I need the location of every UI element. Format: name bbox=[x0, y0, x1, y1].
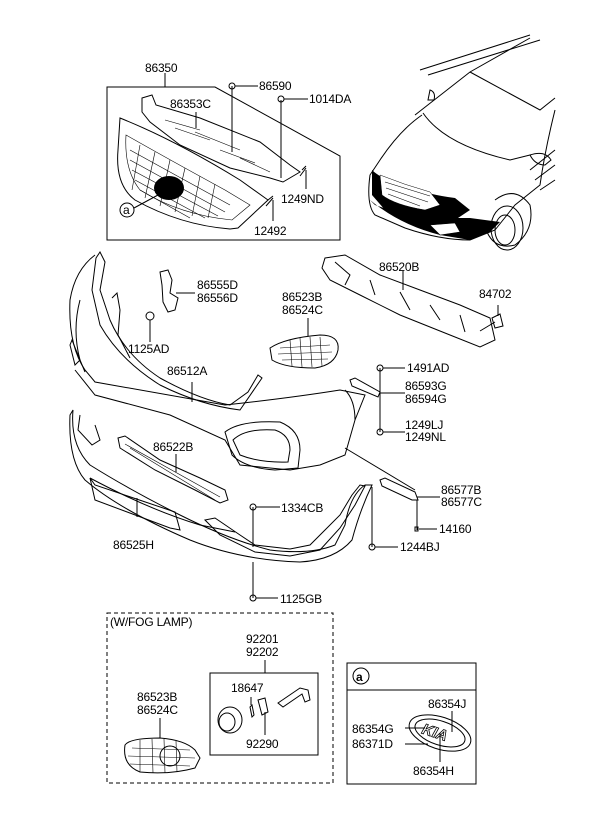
fog-lamp-dashed-box bbox=[106, 612, 334, 784]
label-86523B-fog: 86523B bbox=[137, 690, 177, 704]
fog-lamp-wiring[interactable] bbox=[277, 687, 311, 708]
svg-text:KIA: KIA bbox=[420, 721, 450, 745]
callout-a-label: a bbox=[123, 203, 130, 217]
screw-1125GB[interactable] bbox=[249, 562, 278, 602]
label-1491AD: 1491AD bbox=[407, 361, 450, 375]
label-86525H: 86525H bbox=[113, 538, 154, 552]
grille-group-outline bbox=[106, 86, 341, 241]
label-92201: 92201 bbox=[246, 632, 279, 646]
label-1249ND: 1249ND bbox=[281, 192, 324, 206]
socket-92290[interactable] bbox=[257, 697, 269, 716]
label-86594G: 86594G bbox=[405, 392, 447, 406]
side-bracket-stack[interactable] bbox=[349, 364, 405, 436]
clip-1334CB[interactable] bbox=[249, 503, 280, 547]
label-86577C: 86577C bbox=[441, 495, 482, 509]
label-84702: 84702 bbox=[479, 287, 512, 301]
callout-a-circle-box bbox=[352, 667, 370, 685]
label-86354J: 86354J bbox=[428, 697, 466, 711]
label-86523B-top: 86523B bbox=[282, 290, 322, 304]
label-92290: 92290 bbox=[246, 737, 279, 751]
label-86353C: 86353C bbox=[170, 97, 211, 111]
label-86371D: 86371D bbox=[352, 737, 393, 751]
label-86354H: 86354H bbox=[413, 764, 454, 778]
bumper-side-bracket[interactable] bbox=[159, 269, 195, 313]
callout-a-circle bbox=[119, 202, 135, 218]
label-12492: 12492 bbox=[254, 224, 287, 238]
label-86577B: 86577B bbox=[441, 483, 481, 497]
label-86512A: 86512A bbox=[167, 364, 207, 378]
screw-1244BJ[interactable] bbox=[368, 487, 398, 551]
label-1014DA: 1014DA bbox=[309, 92, 351, 106]
label-1334CB: 1334CB bbox=[281, 501, 323, 515]
fog-lamp-unit[interactable] bbox=[217, 706, 243, 734]
label-1249NL: 1249NL bbox=[405, 430, 446, 444]
bumper-upper-retainer[interactable] bbox=[91, 251, 263, 411]
label-92202: 92202 bbox=[246, 645, 279, 659]
grille-upper-cover[interactable] bbox=[141, 94, 301, 183]
lower-bumper-reinforcement[interactable] bbox=[117, 435, 229, 504]
label-1249LJ: 1249LJ bbox=[405, 418, 443, 432]
bumper-energy-absorber[interactable] bbox=[321, 254, 504, 348]
screw-1125AD[interactable] bbox=[145, 311, 155, 342]
grille-assembly-group: a bbox=[106, 73, 341, 241]
label-fog-lamp-title: (W/FOG LAMP) bbox=[110, 615, 192, 629]
vehicle-location-illustration bbox=[368, 34, 556, 251]
emblem-detail-box bbox=[346, 662, 477, 785]
screw-14160[interactable] bbox=[414, 526, 419, 532]
label-86524C-fog: 86524C bbox=[137, 703, 178, 717]
label-18647: 18647 bbox=[231, 681, 264, 695]
label-86593G: 86593G bbox=[405, 379, 447, 393]
label-86555D: 86555D bbox=[197, 278, 238, 292]
label-86350: 86350 bbox=[145, 61, 178, 75]
label-86522B: 86522B bbox=[153, 440, 193, 454]
emblem-box-callout-label: a bbox=[356, 670, 363, 684]
bulb-18647[interactable] bbox=[249, 703, 255, 719]
fog-lamp-option-group bbox=[106, 612, 334, 784]
label-86556D: 86556D bbox=[197, 291, 238, 305]
grille-emblem[interactable] bbox=[154, 176, 184, 200]
label-14160: 14160 bbox=[439, 522, 472, 536]
fog-lamp-assembly-box bbox=[209, 672, 319, 756]
label-1244BJ: 1244BJ bbox=[400, 540, 440, 554]
front-bumper-cover[interactable] bbox=[69, 254, 366, 471]
label-86590: 86590 bbox=[259, 79, 292, 93]
label-86354G: 86354G bbox=[352, 722, 394, 736]
radiator-grille[interactable] bbox=[117, 117, 269, 230]
label-86520B: 86520B bbox=[379, 260, 419, 274]
screw-1249ND[interactable] bbox=[299, 165, 307, 177]
label-1125GB: 1125GB bbox=[280, 592, 322, 606]
lower-side-bracket[interactable] bbox=[344, 447, 440, 532]
fog-lamp-cover-lower[interactable] bbox=[124, 718, 201, 774]
label-1125AD: 1125AD bbox=[128, 342, 170, 356]
bracket-84702[interactable] bbox=[491, 313, 504, 329]
screw-12492[interactable] bbox=[265, 195, 274, 207]
part-labels: 86350 86590 86353C 1014DA 1249ND 12492 8… bbox=[110, 61, 512, 778]
lower-bumper-cover[interactable] bbox=[69, 409, 373, 563]
label-86524C-top: 86524C bbox=[282, 303, 323, 317]
fog-lamp-cover-upper[interactable] bbox=[269, 318, 339, 369]
lower-bumper-garnish[interactable] bbox=[89, 477, 181, 531]
